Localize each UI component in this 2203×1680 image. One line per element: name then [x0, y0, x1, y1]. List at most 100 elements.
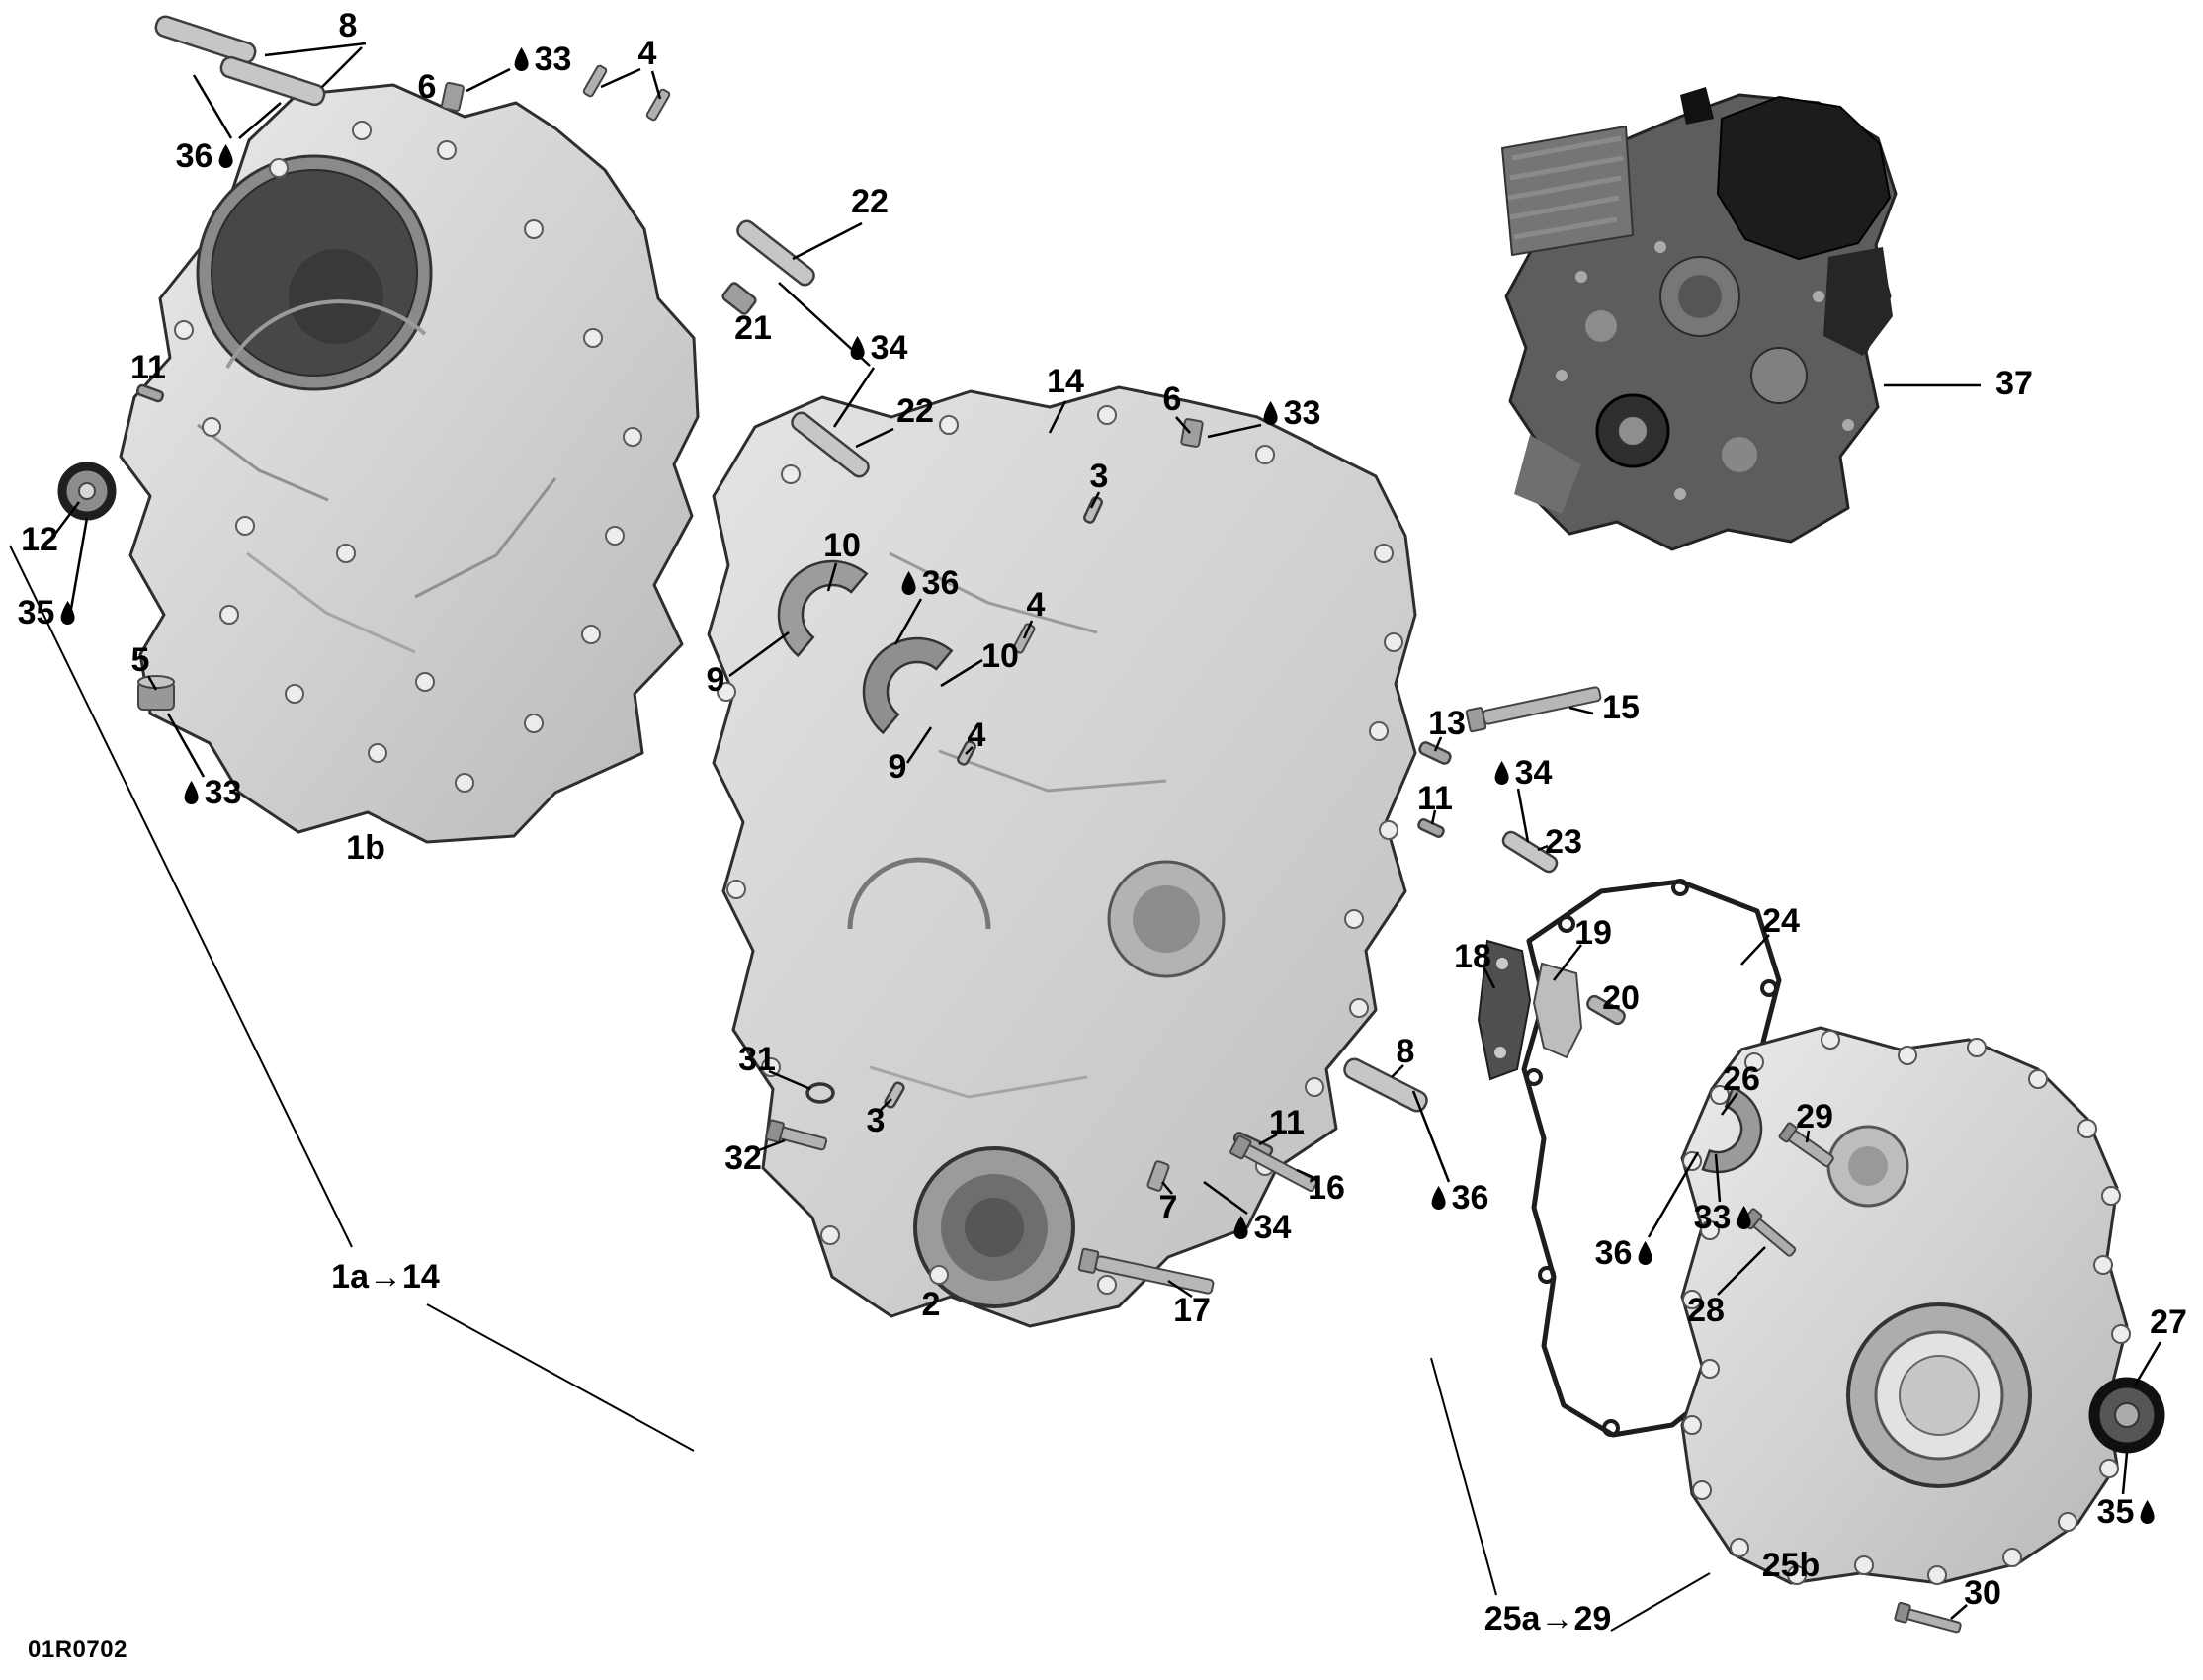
part-label-11: 11 [1417, 782, 1453, 815]
part-label-2: 2 [922, 1288, 941, 1321]
part-number-text: 27 [2150, 1303, 2187, 1341]
part-number-text: 6 [1162, 380, 1182, 418]
oil-drop-icon [218, 143, 233, 168]
part-number-text: 30 [1964, 1574, 2001, 1612]
part-number-text: 36 [175, 137, 213, 175]
part-number-text: 33 [534, 41, 572, 78]
part-label-28: 28 [1687, 1294, 1725, 1327]
magneto-cover [1680, 1026, 2131, 1585]
part-number-text: 29 [1796, 1098, 1833, 1135]
part-number-text: 13 [1428, 705, 1466, 742]
tensioner-guide-19 [1532, 962, 1583, 1059]
part-number-text: 5 [130, 641, 150, 679]
part-label-3: 3 [867, 1104, 886, 1137]
part-label-34: 34 [1231, 1211, 1291, 1244]
part-number-text: 34 [1514, 754, 1553, 792]
oil-drop-icon [1263, 400, 1278, 425]
part-number-text: 22 [896, 392, 934, 430]
oil-drop-icon [60, 600, 75, 625]
part-label-4: 4 [638, 37, 657, 70]
part-label-22: 22 [851, 185, 889, 218]
seals [57, 462, 2165, 1454]
bolts [137, 64, 1962, 1634]
part-number-text: 35 [17, 594, 55, 631]
drawing-code: 01R0702 [28, 1637, 127, 1663]
part-number-text: 16 [1308, 1169, 1345, 1207]
part-label-12: 12 [21, 523, 58, 556]
part-label-7: 7 [1159, 1191, 1178, 1224]
part-number-text: 7 [1158, 1189, 1178, 1226]
part-label-13: 13 [1428, 707, 1466, 740]
oil-seal-27 [2088, 1377, 2165, 1454]
part-label-30: 30 [1964, 1576, 2001, 1610]
part-number-text: 26 [1723, 1060, 1760, 1098]
part-number-text: 11 [1269, 1104, 1305, 1141]
part-label-33: 33 [182, 776, 241, 809]
part-label-3: 3 [1090, 460, 1109, 493]
part-label-17: 17 [1173, 1294, 1211, 1327]
part-label-14: 14 [1047, 365, 1084, 398]
oil-drop-icon [2140, 1499, 2155, 1524]
pin-22a [736, 219, 815, 287]
crankcase-centre [707, 385, 1417, 1328]
part-label-34: 34 [1492, 754, 1553, 792]
pin-20 [1586, 994, 1626, 1026]
part-number-text: 31 [738, 1041, 776, 1078]
part-number-text: 17 [1173, 1292, 1211, 1329]
part-number-text: 36 [921, 564, 960, 602]
part-label-20: 20 [1602, 981, 1640, 1015]
part-label-6: 6 [418, 70, 437, 104]
part-number-text: 3 [1089, 458, 1109, 495]
part-number-text: 19 [1574, 914, 1612, 952]
pin-8c [1343, 1057, 1428, 1113]
part-label-10: 10 [823, 529, 861, 562]
bolt-15 [1465, 686, 1602, 733]
part-number-text: 2 [921, 1286, 941, 1323]
bolt-7 [1146, 1160, 1170, 1192]
part-label-33: 33 [1261, 396, 1320, 430]
part-label-8: 8 [339, 9, 358, 42]
group-bracket-lines [9, 545, 1711, 1632]
part-label-1b: 1b [346, 831, 385, 865]
part-label-32: 32 [724, 1141, 762, 1175]
part-label-25a→29: 25a→29 [1484, 1602, 1612, 1636]
oil-drop-icon [184, 780, 199, 804]
bearing-shell-upper [777, 559, 869, 658]
part-label-35: 35 [18, 596, 78, 630]
part-number-text: 10 [823, 527, 861, 564]
part-label-36: 36 [899, 564, 960, 602]
crankcase-half-left [119, 83, 700, 844]
pin-8a [154, 15, 257, 64]
part-number-text: 11 [1417, 780, 1453, 817]
part-number-text: 37 [1995, 365, 2033, 402]
bolt-29 [1778, 1122, 1834, 1168]
bolt-32 [765, 1119, 828, 1151]
bolt-16 [1229, 1134, 1318, 1193]
part-number-text: 33 [1693, 1199, 1732, 1236]
part-label-34: 34 [848, 331, 907, 365]
part-label-25b: 25b [1762, 1549, 1821, 1582]
part-number-text: 36 [1594, 1234, 1633, 1272]
part-label-8: 8 [1397, 1035, 1415, 1068]
bolt-17 [1077, 1247, 1215, 1295]
pin-22b [791, 411, 870, 478]
part-number-text: 22 [851, 183, 889, 220]
oil-drop-icon [901, 570, 916, 595]
part-number-text: 28 [1687, 1292, 1725, 1329]
oil-drop-icon [1638, 1240, 1652, 1265]
oil-drop-icon [514, 46, 529, 71]
washer-31 [805, 1082, 835, 1104]
part-number-text: 12 [21, 521, 58, 558]
oil-drop-icon [1233, 1215, 1248, 1239]
bolt-4a [582, 64, 608, 98]
part-label-22: 22 [896, 394, 934, 428]
part-number-text: 3 [866, 1102, 886, 1139]
engine-assembly [1501, 87, 1898, 551]
pin-3a [1083, 496, 1103, 524]
part-label-33: 33 [512, 41, 572, 78]
bearing-shells [777, 559, 1763, 1174]
part-number-text: 20 [1602, 979, 1640, 1017]
part-label-36: 36 [176, 139, 236, 173]
